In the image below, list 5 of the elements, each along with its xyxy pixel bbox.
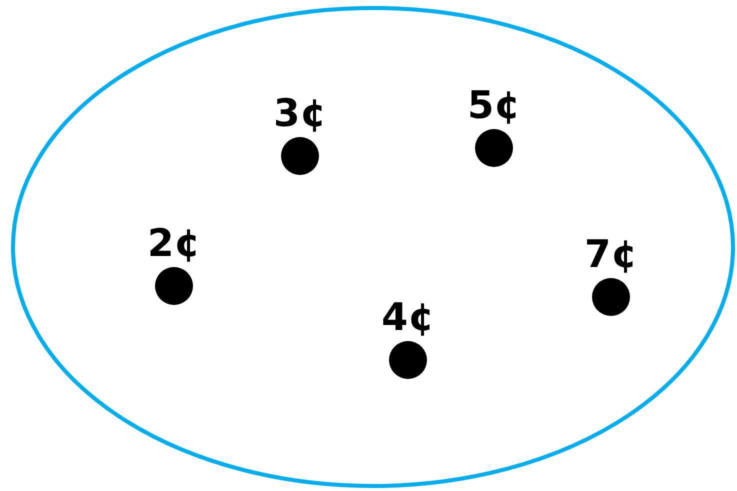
value-label: 3¢ (274, 91, 326, 135)
value-label: 5¢ (468, 83, 520, 127)
value-label: 2¢ (148, 221, 200, 265)
value-label: 7¢ (584, 232, 638, 276)
value-label: 4¢ (382, 295, 434, 339)
